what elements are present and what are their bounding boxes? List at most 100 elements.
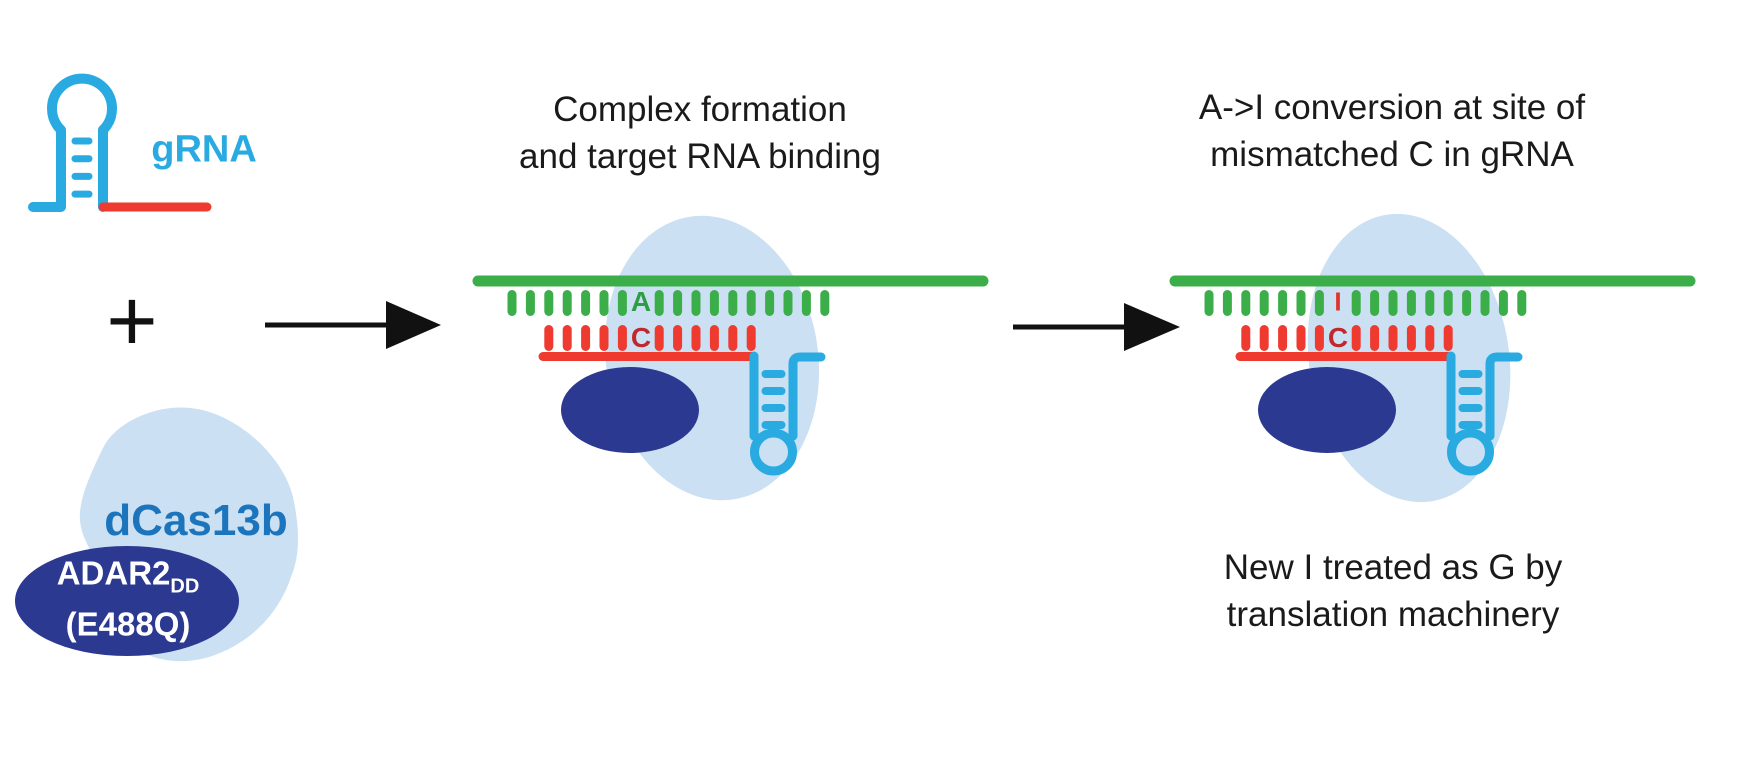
base-pair-tick [746,290,756,316]
hairpin-rung [71,155,93,163]
base-pair-tick [654,325,664,351]
adar2-label: ADAR2 [56,554,171,592]
grna-label: gRNA [151,128,257,171]
grna-hairpin-icon [28,73,117,212]
base-pair-tick [1443,325,1453,351]
base-pair-tick [1480,290,1490,316]
base-pair-tick [709,325,719,351]
dcas13b-protein [15,407,299,662]
arrow-head [1124,303,1180,351]
right-caption-line1: New I treated as G by [1223,548,1563,587]
adar2-oval [1258,367,1396,453]
repair-complex-editing [1169,213,1696,503]
base-pair-tick [1314,290,1324,316]
hairpin-rung [1458,421,1483,429]
hairpin-rung [1458,404,1483,412]
hairpin-loop [1447,428,1494,476]
base-pair-tick [525,290,535,316]
base-pair-tick [1314,325,1324,351]
right-caption: New I treated as G by translation machin… [1224,544,1562,638]
hairpin-rung [761,370,786,378]
repair-complex-binding [472,215,989,501]
base-pair-tick [617,290,627,316]
base-pair-tick [1259,290,1269,316]
base-pair-tick [1388,290,1398,316]
base-pair-tick [801,290,811,316]
middle-title: Complex formation and target RNA binding [519,86,881,180]
right-caption-line2: translation machinery [1226,595,1560,634]
arrow-right-icon-1 [265,301,441,349]
base-pair-tick [1370,325,1380,351]
base-a-label: A [630,286,652,317]
base-pair-tick [1370,290,1380,316]
base-pair-tick [599,325,609,351]
base-pair-tick [1296,290,1306,316]
guide-hairpin-icon [1446,351,1523,476]
base-pair-tick [746,325,756,351]
hairpin-stem [1485,352,1523,441]
base-pair-tick [617,325,627,351]
grna-hairpin-rungs [71,137,93,198]
base-pair-tick [1406,290,1416,316]
hairpin-rung [761,387,786,395]
base-pair-tick [709,290,719,316]
base-c-label: C [1327,322,1349,353]
base-pair-tick [1241,290,1251,316]
right-title-line1: A->I conversion at site of [1198,88,1586,127]
base-pair-tick [820,290,830,316]
base-pair-tick [1278,325,1288,351]
base-pair-tick [765,290,775,316]
base-pair-tick [581,325,591,351]
adar2-label-block: ADAR2DD (E488Q) [57,555,200,644]
base-pair-tick [728,290,738,316]
target-base-ticks [507,290,830,316]
target-base-ticks [1204,290,1527,316]
base-c-label: C [630,322,652,353]
hairpin-rung [71,190,93,198]
base-pair-tick [1259,325,1269,351]
base-pair-tick [691,290,701,316]
middle-title-line1: Complex formation [553,90,847,129]
right-title: A->I conversion at site of mismatched C … [1199,84,1585,178]
e488q-label: (E488Q) [65,605,191,643]
base-pair-tick [673,290,683,316]
hairpin-rung [71,137,93,145]
base-pair-tick [1462,290,1472,316]
base-pair-tick [1406,325,1416,351]
base-pair-tick [783,290,793,316]
guide-base-ticks [544,325,756,351]
middle-title-line2: and target RNA binding [519,137,881,176]
base-pair-tick [599,290,609,316]
base-pair-tick [562,325,572,351]
hairpin-rungs [1458,370,1483,429]
right-title-line2: mismatched C in gRNA [1210,135,1574,174]
adar2-label-line: ADAR2DD [57,555,200,606]
adar2-oval [15,546,239,656]
base-pair-tick [1425,290,1435,316]
hairpin-rung [1458,387,1483,395]
base-pair-tick [1498,290,1508,316]
base-pair-tick [1222,290,1232,316]
hairpin-rung [761,404,786,412]
base-pair-tick [1425,325,1435,351]
base-pair-tick [581,290,591,316]
plus-icon: + [106,271,157,370]
base-pair-tick [1296,325,1306,351]
base-pair-tick [691,325,701,351]
base-pair-tick [1388,325,1398,351]
base-pair-tick [1517,290,1527,316]
dcas13b-label: dCas13b [104,496,288,545]
hairpin-rung [761,421,786,429]
base-pair-tick [507,290,517,316]
base-pair-tick [673,325,683,351]
arrow-right-icon-2 [1013,303,1180,351]
arrow-head [386,301,441,349]
grna-molecule [28,73,212,212]
base-pair-tick [1204,290,1214,316]
base-pair-tick [1351,325,1361,351]
base-pair-tick [544,325,554,351]
base-pair-tick [1278,290,1288,316]
guide-base-ticks [1241,325,1453,351]
